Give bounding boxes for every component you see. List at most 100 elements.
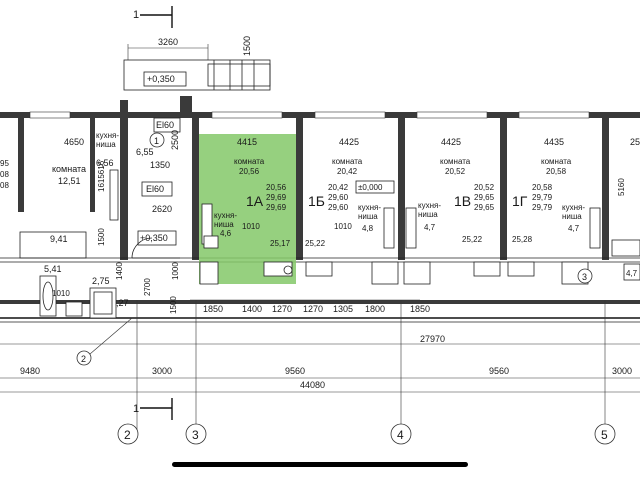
apt-1v-code: 1В (454, 193, 471, 209)
axis-1-circle: 1 (154, 136, 159, 146)
left-hall-area: 6,55 (136, 147, 154, 157)
section-mark-bottom: 1 (133, 398, 173, 420)
dim-row1-2: 1400 (242, 304, 262, 314)
dim-row1-3: 1270 (272, 304, 292, 314)
apt-1v-area-1: 20,52 (474, 183, 495, 192)
axis-2: 2 (124, 428, 131, 442)
apt-1a-area-3: 29,69 (266, 203, 287, 212)
apt-1a-kitchen-area: 4,6 (220, 229, 232, 238)
apt-1a-kitchen-label: кухня-ниша (214, 211, 237, 229)
apt-1v-area-3: 29,65 (474, 203, 495, 212)
apt-1g-area-3: 29,79 (532, 203, 553, 212)
apartment-1a-highlight (199, 134, 296, 284)
apt-1g-area-2: 29,79 (532, 193, 553, 202)
cut-value-1: 95 (0, 159, 9, 168)
apartment-1a: 4415 комната 20,56 1А 20,56 29,69 29,69 … (199, 137, 293, 285)
section-mark-number: 1 (133, 9, 139, 21)
apt-1g-dim: 4435 (544, 137, 564, 147)
axis-2-small: 2 (81, 354, 86, 364)
apt-1v-kitchen-label: кухня-ниша (418, 201, 441, 219)
apt-1a-dim: 4415 (237, 137, 257, 147)
axis-4: 4 (397, 428, 404, 442)
dim-row2-1: 9480 (20, 366, 40, 376)
dim-1500-top: 1500 (242, 36, 252, 56)
left-bath-area: 5,41 (44, 264, 62, 274)
apt-1b-kitchen-label: кухня-ниша (358, 203, 381, 221)
apartment-1v: 4425 комната 20,52 1В 20,52 29,65 29,65 … (403, 137, 501, 285)
left-komnata-label: комната (52, 164, 86, 174)
axis-3: 3 (192, 428, 199, 442)
section-mark-number-bottom: 1 (133, 403, 139, 415)
right-partial-dim: 25 (630, 137, 640, 147)
apt-1b-area-1: 20,42 (328, 183, 349, 192)
left-corridor-area: 9,41 (50, 234, 68, 244)
right-dim-5160: 5160 (617, 178, 626, 196)
dim-row2-4: 9560 (489, 366, 509, 376)
level-top: +0,350 (147, 74, 175, 84)
apt-1b-room-area: 20,42 (337, 167, 358, 176)
dim-3260: 3260 (158, 37, 178, 47)
apt-1a-area-2: 29,69 (266, 193, 287, 202)
apt-1b-room-label: комната (332, 157, 363, 166)
apt-1a-code: 1А (246, 193, 264, 209)
cut-value-2: 08 (0, 170, 9, 179)
building-walls (0, 96, 640, 323)
apt-1g-room-label: комната (541, 157, 572, 166)
section-mark-top: 1 (133, 6, 173, 28)
dim-1350: 1350 (150, 160, 170, 170)
dim-1000-side: 1000 (171, 262, 180, 280)
dim-2620: 2620 (152, 204, 172, 214)
left-apartment: 4650 кухня-ниша 6,56 1615616 комната 12,… (0, 131, 154, 319)
apt-1g-area-1: 20,58 (532, 183, 553, 192)
dim-row2-3: 9560 (285, 366, 305, 376)
apartment-1g: 4435 комната 20,58 1Г 20,58 29,79 29,79 … (507, 137, 601, 285)
apt-1g-hall: 25,28 (512, 235, 533, 244)
dim-1500-side: 1500 (97, 228, 106, 246)
dim-2500: 2500 (170, 130, 180, 150)
bottom-dimensions: 1850 1400 1270 1270 1305 1800 1850 27970… (0, 299, 640, 430)
left-kitchen-dims: 1615616 (97, 160, 106, 192)
cut-value-3: 08 (0, 181, 9, 190)
dim-row1-7: 1850 (410, 304, 430, 314)
dim-row1-6: 1800 (365, 304, 385, 314)
apt-1v-kitchen-area: 4,7 (424, 223, 436, 232)
apt-1a-area-1: 20,56 (266, 183, 287, 192)
apt-1g-kitchen-label: кухня-ниша (562, 203, 585, 221)
apt-1a-room-label: комната (234, 157, 265, 166)
apt-1g-room-area: 20,58 (546, 167, 567, 176)
left-komnata-area: 12,51 (58, 176, 81, 186)
apt-1v-hall: 25,22 (462, 235, 483, 244)
el60-top: El60 (156, 120, 174, 130)
axis-3-right: 3 (582, 272, 587, 282)
left-komnata-dim: 4650 (64, 137, 84, 147)
right-partial-apartment: 25 5160 4,7 3 (577, 137, 640, 284)
apt-1a-hall: 25,17 (270, 239, 291, 248)
apt-1b-hall: 25,22 (305, 239, 326, 248)
dim-1400-side: 1400 (115, 262, 124, 280)
dim-total2: 44080 (300, 380, 325, 390)
axis-5: 5 (601, 428, 608, 442)
apt-1b-dim: 4425 (339, 137, 359, 147)
apt-1g-kitchen-area: 4,7 (568, 224, 580, 233)
apt-1b-area-3: 29,60 (328, 203, 349, 212)
top-dimensions: 3260 1500 +0,350 (123, 36, 271, 91)
dim-row1-1: 1850 (203, 304, 223, 314)
apt-1b-kitchen-area: 4,8 (362, 224, 374, 233)
el60-mid: El60 (146, 184, 164, 194)
apt-1a-door: 1010 (242, 222, 260, 231)
dim-row1-4: 1270 (303, 304, 323, 314)
axis-markers: 2 3 4 5 (117, 423, 616, 445)
apartment-1b: 4425 комната 20,42 1Б 20,42 29,60 29,60 … (305, 137, 399, 285)
apt-1v-area-2: 29,65 (474, 193, 495, 202)
dim-1500-low: 1500 (169, 296, 178, 314)
dim-row1-5: 1305 (333, 304, 353, 314)
apt-1b-level: ±0,000 (358, 183, 383, 192)
dim-total1: 27970 (420, 334, 445, 344)
stair-lobby: El60 1 1350 2500 El60 2620 +0,350 1500 1… (97, 117, 181, 314)
left-wc-area: 2,75 (92, 276, 110, 286)
apt-1b-door: 1010 (334, 222, 352, 231)
apt-1b-area-2: 29,60 (328, 193, 349, 202)
left-wc2-area: 2,27 (111, 298, 129, 308)
dim-row2-5: 3000 (612, 366, 632, 376)
